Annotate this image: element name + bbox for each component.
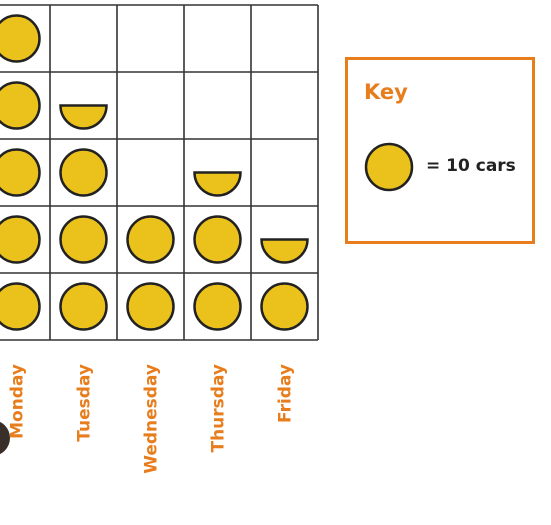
day-label-monday: Monday [8,364,28,439]
car-symbol-monday [0,148,41,197]
car-symbol-wednesday [126,282,175,331]
car-symbol-monday [0,81,41,130]
key-car-symbol-icon [364,142,414,192]
car-symbol-wednesday [126,215,175,264]
day-label-thursday: Thursday [209,364,229,453]
car-symbol-tuesday [59,282,108,331]
car-symbol-monday [0,282,41,331]
half-car-symbol-thursday [193,171,242,197]
day-label-friday: Friday [276,364,296,423]
car-symbol-friday [260,282,309,331]
key-title: Key [364,80,408,104]
day-label-wednesday: Wednesday [142,364,162,474]
car-symbol-monday [0,215,41,264]
day-label-tuesday: Tuesday [75,364,95,442]
edge-dot-icon [0,421,10,455]
key-symbol-text: = 10 cars [426,156,516,176]
car-symbol-tuesday [59,215,108,264]
car-symbol-thursday [193,215,242,264]
half-car-symbol-friday [260,238,309,264]
car-symbol-tuesday [59,148,108,197]
pictogram-chart: Monday Tuesday Wednesday Thursday Friday [0,4,319,474]
car-symbol-thursday [193,282,242,331]
car-symbol-monday [0,14,41,63]
half-car-symbol-tuesday [59,104,108,130]
key-box: Key = 10 cars [345,57,535,244]
